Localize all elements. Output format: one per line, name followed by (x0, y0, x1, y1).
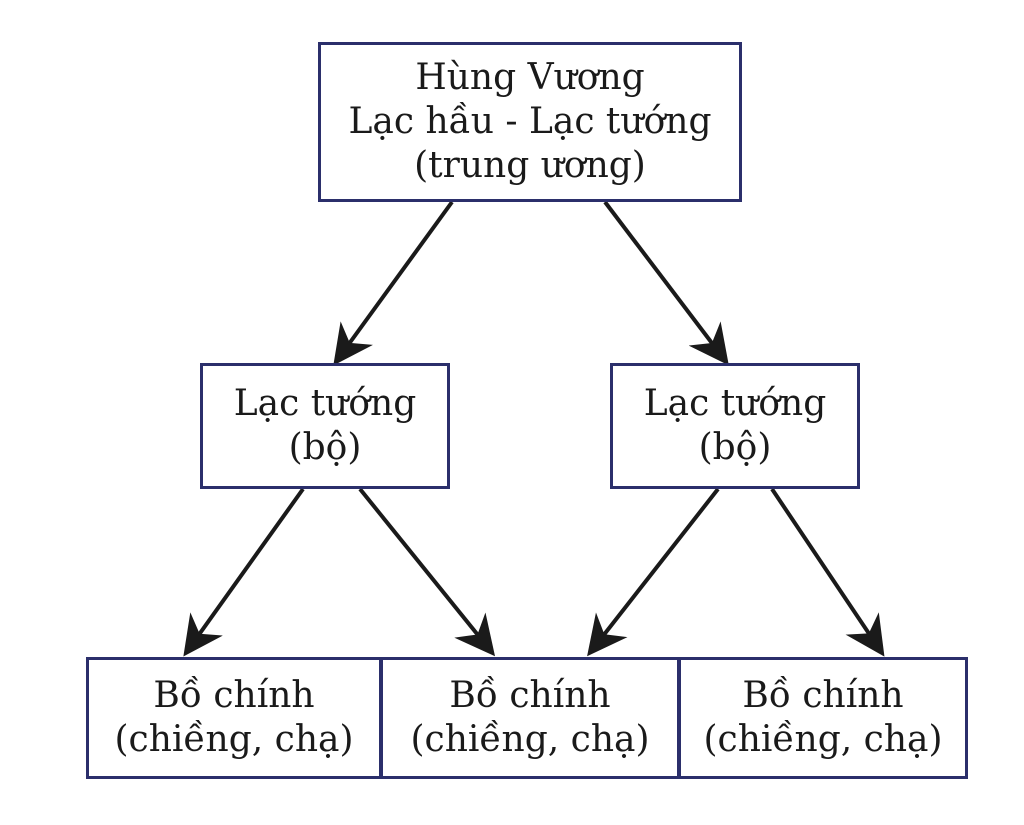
node-line: Lạc tướng (643, 383, 827, 424)
edge-root-to-mid-right (603, 200, 729, 366)
node-lac-tuong-left: Lạc tướng (bộ) (200, 363, 450, 489)
node-line: Hùng Vương (415, 57, 645, 98)
edge-mid-left-to-bot-2 (358, 487, 496, 657)
edge-mid-left-to-bot-1 (183, 487, 305, 657)
node-line: Bồ chính (153, 675, 315, 716)
node-bo-chinh-1: Bồ chính (chiềng, chạ) (86, 657, 382, 779)
edge-mid-right-to-bot-2 (587, 487, 720, 657)
node-line: Lạc hầu - Lạc tướng (348, 101, 712, 142)
node-line: (chiềng, chạ) (703, 719, 943, 760)
node-line: (bộ) (288, 427, 362, 468)
node-line: (trung ương) (414, 145, 646, 186)
node-bo-chinh-2: Bồ chính (chiềng, chạ) (380, 657, 680, 779)
node-line: (chiềng, chạ) (410, 719, 650, 760)
node-line: (bộ) (698, 427, 772, 468)
node-hung-vuong: Hùng Vương Lạc hầu - Lạc tướng (trung ươ… (318, 42, 742, 202)
node-line: Bồ chính (742, 675, 904, 716)
node-lac-tuong-right: Lạc tướng (bộ) (610, 363, 860, 489)
edge-root-to-mid-left (333, 200, 454, 366)
node-bo-chinh-3: Bồ chính (chiềng, chạ) (678, 657, 968, 779)
node-line: Bồ chính (449, 675, 611, 716)
node-line: (chiềng, chạ) (114, 719, 354, 760)
edge-mid-right-to-bot-3 (770, 487, 885, 657)
node-line: Lạc tướng (233, 383, 417, 424)
